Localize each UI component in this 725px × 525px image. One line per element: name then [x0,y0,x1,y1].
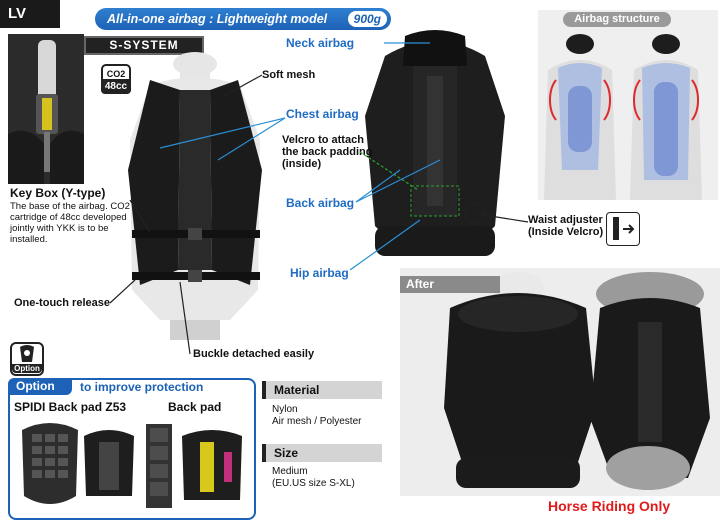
co2-cc-label: 48cc [101,79,131,94]
option-subtitle: to improve protection [80,380,204,394]
material-header: Material [262,381,382,399]
velcro-line-2: the back padding [282,146,373,158]
size-values: Medium (EU.US size S-XL) [272,466,355,490]
banner-text: All-in-one airbag : Lightweight model [107,12,328,26]
velcro-line-1: Velcro to attach [282,134,364,146]
key-box-photo [8,34,84,184]
waist-adjuster-sub: (Inside Velcro) [528,226,604,238]
size-line-1: Medium [272,466,308,477]
waist-adjuster-title: Waist adjuster [528,214,603,226]
horse-riding-only-note: Horse Riding Only [548,498,671,514]
waist-adjuster-icon [606,212,640,246]
product-banner: All-in-one airbag : Lightweight model 90… [95,8,391,30]
neck-airbag-label: Neck airbag [286,36,355,50]
soft-mesh-label: Soft mesh [262,69,316,81]
weight-badge: 900g [347,11,387,27]
one-touch-release-label: One-touch release [14,297,110,309]
co2-label: CO2 [106,69,126,79]
hip-airbag-label: Hip airbag [290,266,349,280]
vest-front-photo [110,50,280,340]
back-airbag-label: Back airbag [286,196,355,210]
model-badge: LV [0,0,60,28]
after-inflation-photo [400,268,720,496]
after-label: After [400,276,500,293]
size-header: Size [262,444,382,462]
option-icon-label: Option [12,364,42,373]
s-system-logo: S-SYSTEM [84,36,204,55]
option-tab: Option [8,378,72,395]
material-line-2: Air mesh / Polyester [272,416,362,427]
material-line-1: Nylon [272,404,298,415]
airbag-structure-label: Airbag structure [563,12,671,27]
size-line-2: (EU.US size S-XL) [272,478,355,489]
chest-airbag-label: Chest airbag [286,107,359,121]
option-products-photo [14,416,254,516]
buckle-detached-label: Buckle detached easily [193,348,315,360]
velcro-label: Velcro to attach the back padding (insid… [282,134,372,170]
key-box-title: Key Box (Y-type) [10,186,106,200]
velcro-line-3: (inside) [282,158,322,170]
key-box-description: The base of the airbag. CO2 cartridge of… [10,201,130,245]
waist-adjuster-label: Waist adjuster (Inside Velcro) [528,214,603,238]
airbag-structure-diagram [538,10,718,200]
option-item-2-title: Back pad [168,400,222,414]
vest-back-photo [355,26,515,266]
material-values: Nylon Air mesh / Polyester [272,404,361,428]
option-item-1-title: SPIDI Back pad Z53 [14,400,127,414]
